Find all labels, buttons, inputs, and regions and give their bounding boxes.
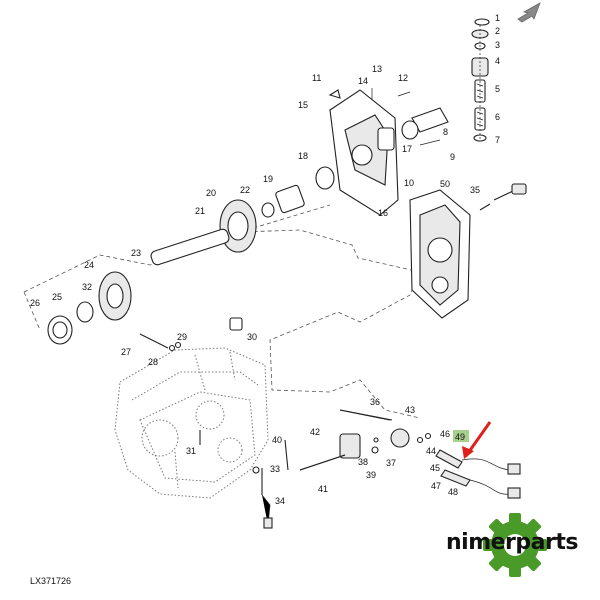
callout-arrow-icon [462,421,492,459]
gearbox-housing [114,347,269,499]
part-label: 29 [177,332,187,342]
part-label: 8 [443,127,448,137]
part-label: 28 [148,357,158,367]
gear-shaft [47,166,335,345]
part-label: 23 [131,248,141,258]
part-label: 5 [495,84,500,94]
valve-stack [471,18,490,142]
part-label: 49 [455,432,465,442]
part-label: 38 [358,457,368,467]
part-label: 30 [247,332,257,342]
part-label: 4 [495,56,500,66]
right-housing [409,183,527,319]
part-label: 46 [440,429,450,439]
highlight-box [453,430,469,442]
part-label: 25 [52,292,62,302]
part-label: 47 [431,481,441,491]
part-label: 35 [470,185,480,195]
part-label: 16 [378,208,388,218]
part-label: 3 [495,40,500,50]
sensors [435,449,521,499]
part-label: 26 [30,298,40,308]
shift-fork [252,409,432,474]
part-label: 33 [270,464,280,474]
part-label: 2 [495,26,500,36]
part-label: 41 [318,484,328,494]
part-label: 32 [82,282,92,292]
part-labels: 1 2 3 4 5 6 7 8 9 10 11 12 13 14 15 16 1… [30,13,500,506]
corner-arrow-icon [517,2,541,23]
part-label: 37 [386,458,396,468]
part-label: 31 [186,446,196,456]
part-label: 34 [275,496,285,506]
part-label: 15 [298,100,308,110]
part-label: 12 [398,73,408,83]
part-label: 45 [430,463,440,473]
part-label: 18 [298,151,308,161]
brand-name: nimerparts [446,530,578,555]
gear-logo-icon [483,513,547,577]
part-label: 11 [312,73,321,83]
part-label: 24 [84,260,94,270]
part-label: 22 [240,185,250,195]
part-label: 7 [495,135,500,145]
part-label: 20 [206,188,216,198]
diagram-code: LX371726 [30,576,72,586]
part-label: 19 [263,174,273,184]
part-label: 27 [121,347,131,357]
part-label: 1 [495,13,500,23]
part-label: 13 [372,64,382,74]
small-parts [139,317,273,529]
part-label: 39 [366,470,376,480]
part-label: 21 [195,206,205,216]
part-label: 44 [426,446,436,456]
part-label: 17 [402,144,412,154]
part-label: 42 [310,427,320,437]
part-label: 48 [448,487,458,497]
part-label: 43 [405,405,415,415]
part-label: 50 [440,179,450,189]
part-label: 36 [370,397,380,407]
part-label: 40 [272,435,282,445]
part-label: 6 [495,112,500,122]
part-label: 10 [404,178,414,188]
part-label: 14 [358,76,368,86]
upper-cover [328,88,449,216]
part-label: 9 [450,152,455,162]
